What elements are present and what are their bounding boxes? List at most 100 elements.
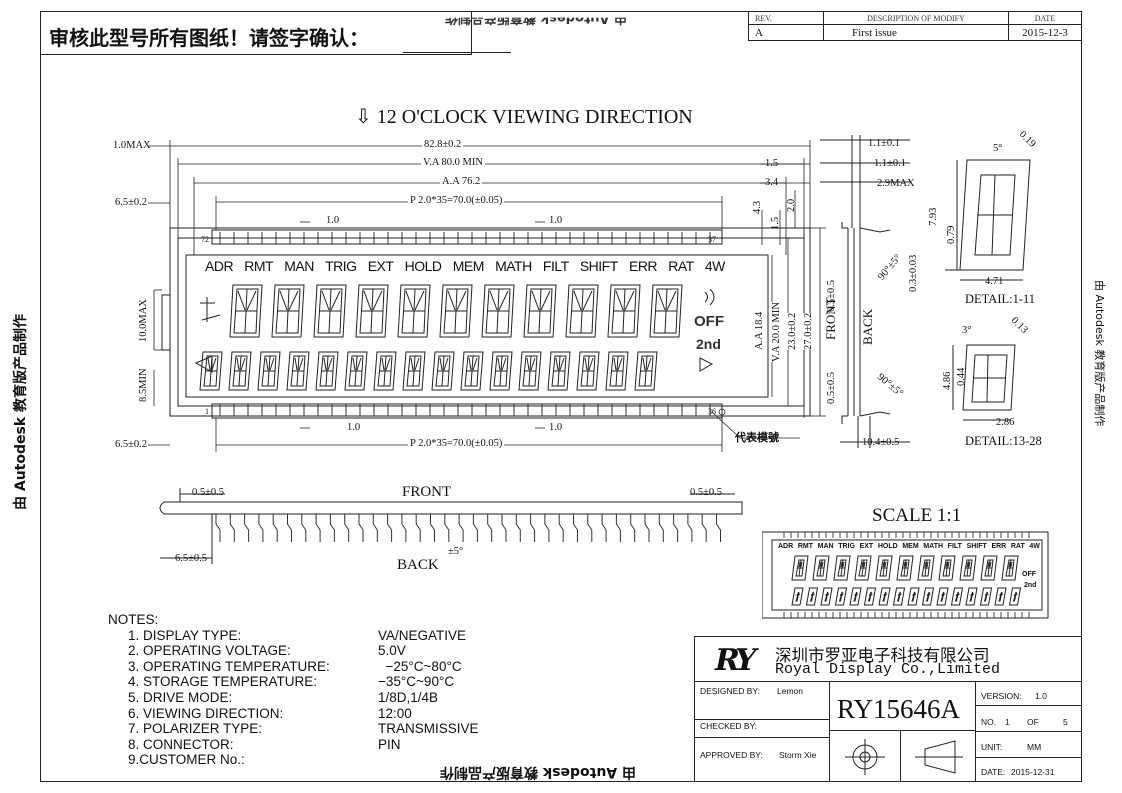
note-value: −35°C~90°C [378, 674, 455, 690]
detail-drawings [945, 159, 1031, 421]
dim-aa-18-4: A.A 18.4 [754, 311, 765, 350]
annunciator-label: EXT [859, 543, 874, 550]
small-digit-row [199, 351, 658, 391]
detail-5deg: 5° [993, 143, 1003, 154]
dim-3-4: 3.4 [765, 177, 779, 188]
large-digit-row [229, 284, 683, 338]
dim-2-0: 2.0 [786, 198, 797, 212]
note-item: 1. DISPLAY TYPE: VA/NEGATIVE [128, 628, 479, 644]
side-dim-1-1-a: 1.1±0.1 [868, 138, 901, 149]
unit-label: UNIT: [981, 742, 1003, 752]
dim-1-0-c: 1.0 [347, 422, 361, 433]
annunciator-label: MEM [452, 258, 485, 274]
side-dim-1-1-b: 1.1±0.1 [874, 158, 907, 169]
annunciator-label: TRIG [325, 258, 357, 274]
detail-3deg: 3° [962, 325, 972, 336]
note-key: 1. DISPLAY TYPE: [128, 627, 242, 643]
annunciator-label: 4W [704, 258, 726, 274]
bottom-pin-strip [211, 403, 723, 419]
note-value: 5.0V [378, 643, 406, 659]
edge-back-label: BACK [397, 557, 439, 573]
dim-23: 23.0±0.2 [787, 312, 798, 350]
viewing-direction-text: 12 O'CLOCK VIEWING DIRECTION [376, 106, 693, 128]
annunciator-label: FILT [542, 258, 569, 274]
note-item: 9.CUSTOMER No.: [128, 752, 479, 768]
annunciator-label: SHIFT [579, 258, 618, 274]
pin-72-label: 72 [201, 235, 209, 244]
annunciator-label: HOLD [877, 543, 898, 550]
dim-27: 27.0±0.2 [803, 312, 814, 350]
signature-line [403, 52, 511, 53]
sheet-of-value: 5 [1063, 717, 1068, 727]
edge-dim-6-5: 6.5±0.5 [175, 553, 208, 564]
dim-6-5-bottom: 6.5±0.2 [115, 439, 148, 450]
revision-row: A First issue 2015-12-3 [748, 24, 1082, 41]
dim-overall-width: 82.8±0.2 [422, 139, 464, 150]
note-value: 1/8D,1/4B [378, 689, 439, 705]
edge-dim-0-5-right: 0.5±0.5 [690, 487, 723, 498]
second-label: 2nd [696, 336, 721, 352]
sheet-no-label: NO. [981, 717, 997, 727]
note-item: 4. STORAGE TEMPERATURE:−35°C~90°C [128, 674, 479, 690]
dim-8-5min: 8.5MIN [138, 368, 149, 402]
beep-icon [704, 288, 715, 306]
approved-label: APPROVED BY: [700, 750, 763, 760]
dim-1-5-v: 1.5 [770, 216, 781, 230]
desc-cell: First issue [823, 24, 1009, 41]
dim-aa-width: A.A 76.2 [440, 176, 483, 187]
scale-label: SCALE 1:1 [872, 505, 962, 526]
company-logo: RY [715, 643, 756, 678]
left-triangle-icon [194, 355, 213, 373]
approval-text: 审核此型号所有图纸！请签字确认： [49, 26, 369, 50]
detail-1-11-label: DETAIL:1-11 [965, 292, 1036, 306]
dim-1max: 1.0MAX [113, 140, 151, 151]
note-value: PIN [378, 736, 401, 752]
approval-box: 审核此型号所有图纸！请签字确认： [40, 11, 511, 55]
part-number: RY15646A [837, 694, 961, 724]
detail-4-71: 4.71 [985, 276, 1004, 287]
top-pins [219, 232, 711, 244]
side-view-drawing [820, 135, 910, 448]
annunciator-label: ERR [991, 543, 1007, 550]
sheet-no-value: 1 [1005, 717, 1010, 727]
annunciator-label: RAT [1010, 543, 1025, 550]
right-triangle-icon [699, 357, 714, 372]
bottom-pins [219, 404, 711, 416]
annunciator-label: ADR [778, 543, 794, 550]
dim-1-0-d: 1.0 [549, 422, 563, 433]
date-value: 2015-12-31 [1011, 767, 1055, 777]
note-item: 2. OPERATING VOLTAGE: 5.0V [128, 643, 479, 659]
dim-1-5: 1.5 [765, 158, 779, 169]
annunciator-label: MATH [495, 258, 532, 274]
revision-table: REV. DESCRIPTION OF MODIFY DATE A First … [748, 11, 1082, 41]
annunciator-label: MATH [923, 543, 944, 550]
edge-front-label: FRONT [402, 484, 452, 500]
side-dim-2-9: 2.9MAX [877, 178, 915, 189]
note-value: VA/NEGATIVE [378, 627, 467, 643]
version-value: 1.0 [1035, 691, 1047, 701]
edge-view-drawing [159, 488, 743, 564]
top-pin-strip [211, 229, 723, 245]
pin-1-label: 1 [205, 407, 209, 416]
note-key: 2. OPERATING VOLTAGE: [128, 643, 291, 659]
dim-va-20: V.A 20.0 MIN [771, 302, 782, 362]
pin-37-label: 37 [708, 235, 716, 244]
sheet-of-label: OF [1027, 717, 1039, 727]
note-item: 7. POLARIZER TYPE:TRANSMISSIVE [128, 721, 479, 737]
detail-7-93: 7.93 [928, 207, 939, 226]
note-item: 8. CONNECTOR: PIN [128, 737, 479, 753]
scale-lcd-drawing [762, 531, 1049, 619]
title-block: RY 深圳市罗亚电子科技有限公司 Royal Display Co.,Limit… [694, 636, 1082, 782]
dim-4-3: 4.3 [752, 200, 763, 214]
annunciator-label: FILT [947, 543, 962, 550]
company-name-cn: 深圳市罗亚电子科技有限公司 [775, 646, 990, 665]
note-item: 5. DRIVE MODE:1/8D,1/4B [128, 690, 479, 706]
minus-sign-icon [200, 297, 221, 322]
detail-0-44: 0.44 [956, 367, 967, 386]
dim-1-0-b: 1.0 [549, 215, 563, 226]
note-key: 8. CONNECTOR: [128, 736, 234, 752]
